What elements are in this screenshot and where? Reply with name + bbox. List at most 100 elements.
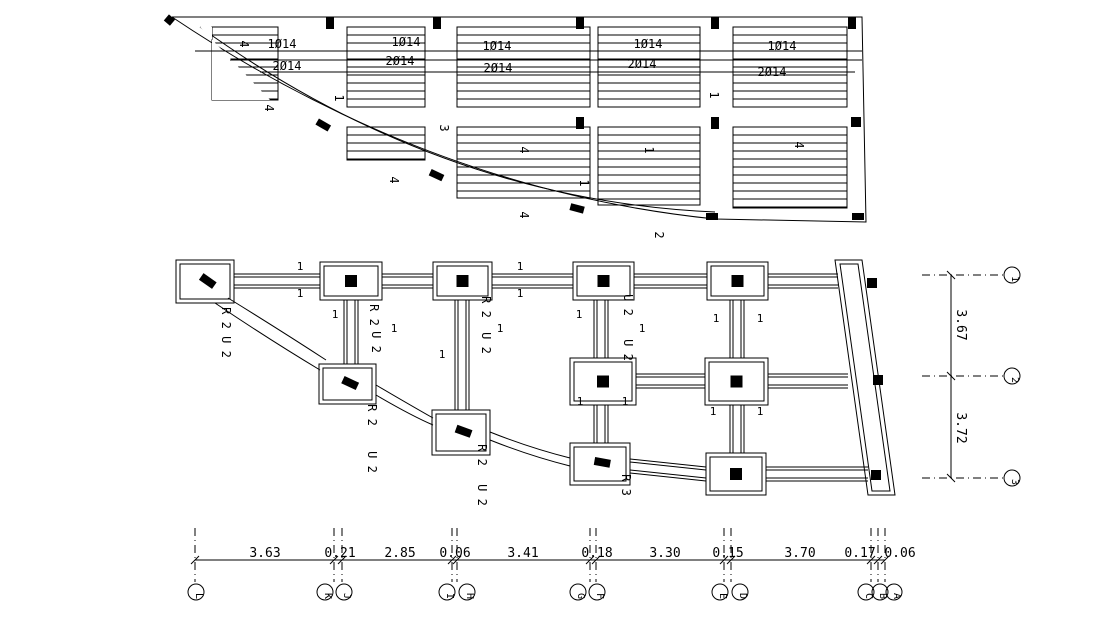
dimension-tick [866,555,876,565]
beam-line [629,461,707,471]
column-block [569,203,585,214]
dimension-tick [337,555,347,565]
curved-beam [489,439,571,467]
section-mark: 1 [639,322,646,335]
rebar-label: 1Ø14 [634,37,663,51]
dimension-tick [190,555,200,565]
section-mark: 1 [622,395,629,408]
footing-outer [431,409,491,456]
rebar-label: 2Ø14 [628,57,657,71]
beam-label: R 2 [479,296,493,318]
column-block [576,117,584,129]
grid-bubble [1003,469,1021,487]
footing [175,259,235,304]
dimension-value: 3.67 [953,309,968,340]
beam-label: R 3 [619,474,633,496]
footing [572,261,635,301]
section-mark: 4 [387,176,401,183]
grid-axis-label: K [322,593,333,599]
footing-outer [175,259,235,304]
grid-bubble [588,583,606,601]
footing-inner [179,263,231,300]
curved-beam [489,431,571,459]
dimension-value: 0.21 [324,546,355,561]
footing [569,357,637,406]
section-mark: 1 [439,348,446,361]
column-block [597,275,610,287]
beam-label: U 2 [479,332,493,354]
dimension-tick [329,555,339,565]
grid-axis-label: J [341,593,352,599]
column-block [341,376,360,391]
section-mark: 1 [713,312,720,325]
footing [318,363,377,405]
section-mark: 1 [332,308,339,321]
column-block [867,278,877,288]
dimension-value: 0.17 [844,546,875,561]
beam-label: R 2 [475,444,489,466]
dimension-tick [452,555,462,565]
rebar-label: 2Ø14 [386,54,415,68]
section-mark: 3 [437,124,451,131]
column-block [730,375,743,388]
rebar-label: 1Ø14 [268,37,297,51]
section-mark: 1 [707,91,721,98]
rebar-label: 2Ø14 [484,61,513,75]
beam-line [629,469,707,479]
curved-beam [375,384,434,419]
footing-inner [323,265,379,297]
grid-axis-label: G [575,593,586,599]
column-block [851,117,861,127]
dimension-tick [946,371,956,381]
dimension-tick [585,555,595,565]
section-mark: 1 [757,312,764,325]
slab-panel [456,126,591,199]
footing-outer [432,261,493,301]
footing-outer [572,261,635,301]
section-mark: 1 [642,146,656,153]
beam-line [629,458,707,468]
dimension-value: 2.85 [384,546,415,561]
footing [431,409,491,456]
grid-bubble [1003,367,1021,385]
footing [432,261,493,301]
section-mark: 1 [297,287,304,300]
dimension-value: 0.06 [884,546,915,561]
beam-line [629,472,707,482]
dimension-tick [719,555,729,565]
grid-bubble [871,583,889,601]
grid-bubble [731,583,749,601]
footing-outer [319,261,383,301]
edge-beam [834,259,896,496]
dimension-tick [447,555,457,565]
grid-bubble [711,583,729,601]
grid-axis-label: E [717,593,728,599]
grid-axis-label: B [877,593,888,599]
dimension-value: 3.70 [784,546,815,561]
grid-axis-label: 3 [1009,479,1020,485]
section-mark: 1 [576,308,583,321]
column-block [730,468,742,480]
footing-inner [436,265,489,297]
section-mark: 1 [757,405,764,418]
rebar-label: 1Ø14 [483,39,512,53]
column-block [848,17,856,29]
footing-outer [569,442,631,486]
grid-axis-label: L [193,593,204,599]
column-block [711,117,719,129]
dimension-value: 0.06 [439,546,470,561]
footing [704,357,769,406]
curved-beam [214,302,321,371]
dimension-value: 0.18 [581,546,612,561]
dimension-tick [726,555,736,565]
slab-panel [597,126,701,206]
footing-inner [709,456,763,492]
grid-bubble [316,583,334,601]
column-block [428,169,445,182]
beam-label: U 2 [369,331,383,353]
beam-label: U 2 [621,294,635,316]
column-block [326,17,334,29]
column-block [706,213,718,220]
grid-axis-label: 1 [1009,276,1020,282]
